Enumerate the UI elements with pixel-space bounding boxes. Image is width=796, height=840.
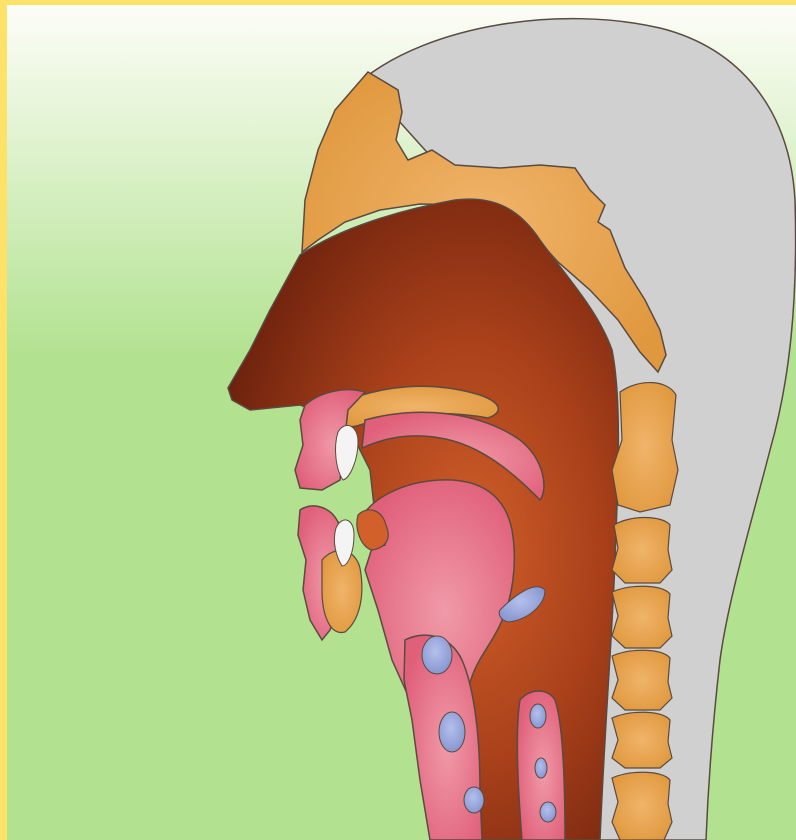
vertebra-c2: [612, 518, 672, 584]
head-section-diagram: [7, 5, 796, 840]
cartilage-5: [535, 758, 547, 778]
cartilage-4: [530, 704, 546, 728]
cartilage-2: [439, 712, 465, 752]
vertebra-c3: [612, 586, 672, 648]
cartilage-3: [464, 787, 484, 813]
vertebra-c5: [612, 712, 672, 768]
vertebra-c4: [612, 650, 672, 710]
cartilage-6: [540, 802, 556, 822]
vertebra-c1: [612, 383, 678, 512]
cartilage-1: [422, 636, 452, 674]
vertebra-c6: [612, 772, 672, 840]
